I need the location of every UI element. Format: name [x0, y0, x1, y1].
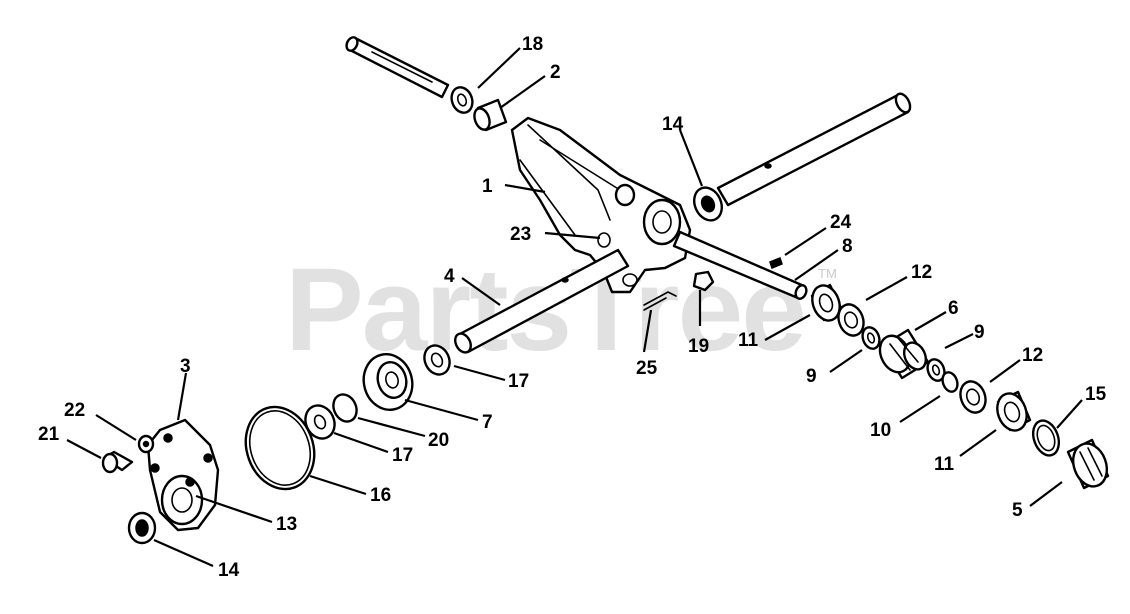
callout-11-lower: 11: [934, 454, 955, 475]
callout-12-lower: 12: [1022, 345, 1043, 366]
part-12-gear-upper: [837, 303, 865, 337]
callout-24: 24: [830, 212, 852, 233]
callout-9-lower: 9: [806, 366, 817, 387]
callout-3: 3: [180, 356, 191, 377]
part-4-shaft: [454, 248, 630, 354]
callout-11-upper: 11: [738, 330, 759, 351]
callout-25: 25: [636, 358, 658, 379]
callout-8: 8: [842, 236, 853, 257]
part-24-key: [769, 257, 783, 269]
callout-6: 6: [948, 298, 959, 319]
leader-lines: [66, 47, 1083, 568]
callout-16: 16: [370, 485, 391, 506]
part-20-washer: [332, 393, 358, 423]
callout-5: 5: [1012, 500, 1023, 521]
callout-13: 13: [276, 514, 297, 535]
callout-20: 20: [428, 430, 449, 451]
part-19-nut: [692, 270, 715, 292]
callout-2: 2: [550, 62, 561, 83]
part-15-snap-ring: [1031, 419, 1061, 457]
callout-9-upper: 9: [974, 322, 985, 343]
callout-14-upper: 14: [662, 114, 684, 135]
callout-labels: 18 2 1 14 23 24 8 4 12 11 6 9 9 19 25 12…: [38, 34, 1107, 581]
callout-22: 22: [64, 400, 85, 421]
part-10-spacer: [941, 371, 959, 393]
watermark-trademark: TM: [818, 266, 837, 281]
part-8-shaft: [672, 230, 808, 300]
part-25-pin: [643, 291, 677, 311]
part-9-washer-upper: [861, 326, 881, 350]
callout-17-lower: 17: [392, 445, 413, 466]
part-17-washer-upper: [423, 344, 451, 376]
callout-17-upper: 17: [508, 371, 529, 392]
part-5-hub: [1066, 438, 1110, 490]
part-14-bearing-lower: [127, 511, 157, 545]
callout-19: 19: [688, 336, 709, 357]
callout-7: 7: [482, 412, 493, 433]
part-18-shaft: [345, 36, 450, 99]
part-7-gear: [362, 353, 414, 411]
part-9-washer-lower: [926, 358, 946, 382]
callout-10: 10: [870, 420, 891, 441]
part-12-gear-lower: [959, 380, 987, 414]
part-16-gasket: [244, 405, 316, 491]
callout-18: 18: [522, 34, 543, 55]
callout-15: 15: [1085, 384, 1107, 405]
part-6-differential: [878, 328, 930, 380]
callout-14-lower: 14: [218, 560, 240, 581]
callout-23: 23: [510, 224, 531, 245]
part-11-bearing-lower: [996, 390, 1032, 432]
part-2-bushing: [450, 86, 508, 132]
callout-21: 21: [38, 424, 60, 445]
part-22-washer: [137, 434, 155, 454]
callout-4: 4: [444, 266, 455, 287]
part-3-cover: [146, 418, 220, 532]
callout-1: 1: [482, 176, 493, 197]
part-21-bolt: [101, 450, 134, 474]
part-11-bearing-upper: [810, 283, 844, 322]
callout-12-upper: 12: [911, 262, 932, 283]
part-14-bearing-upper: [693, 186, 723, 222]
axle-shaft-right: [716, 92, 912, 207]
